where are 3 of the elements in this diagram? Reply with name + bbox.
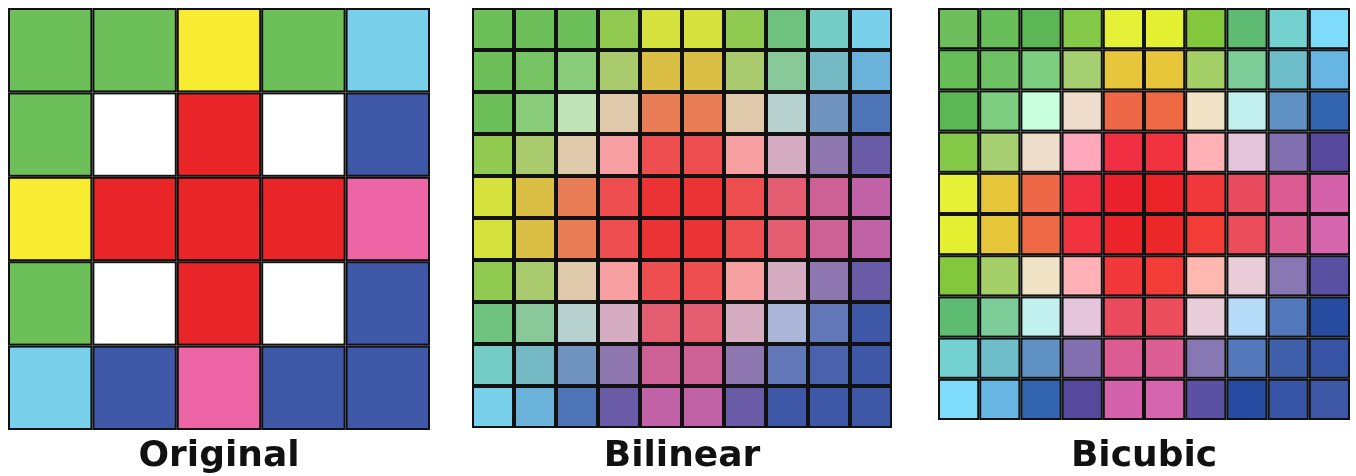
grid-caption: Original xyxy=(138,433,300,474)
grid-caption: Bilinear xyxy=(603,433,761,474)
grid-caption: Bicubic xyxy=(1070,433,1218,474)
